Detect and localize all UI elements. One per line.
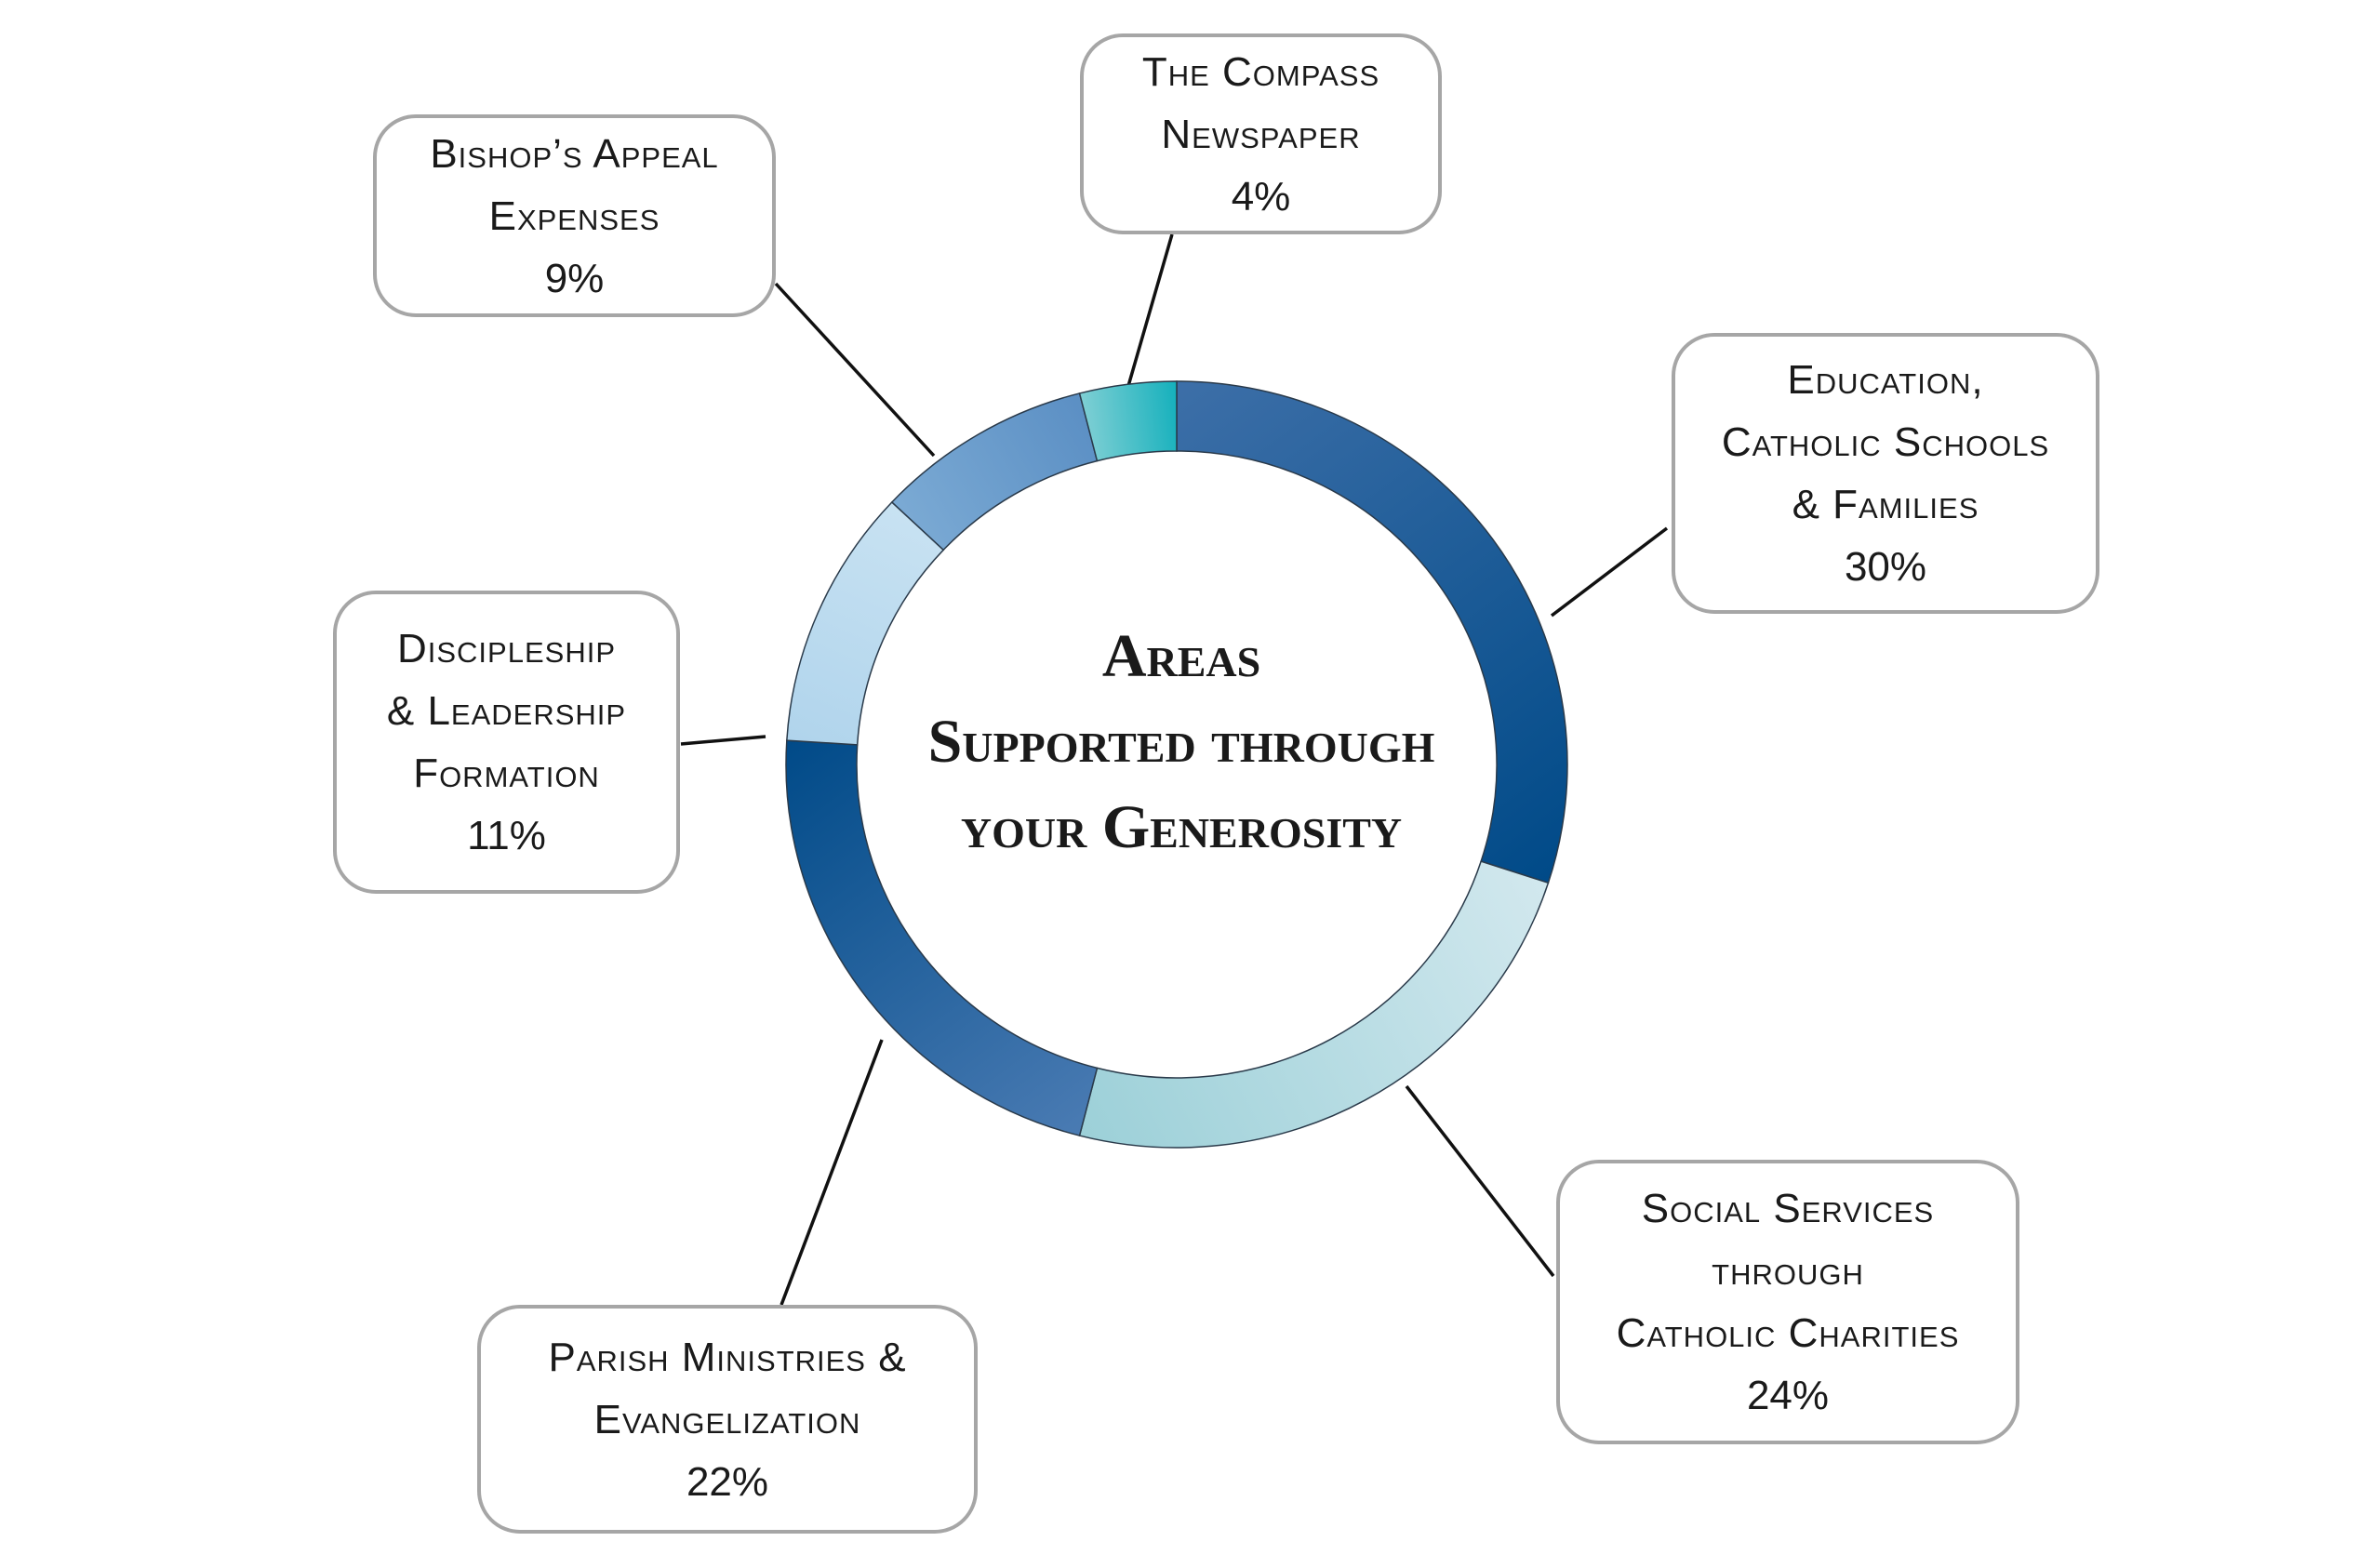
label-parish-ministries: Parish Ministries & Evangelization 22% <box>477 1305 978 1534</box>
label-compass-line-1: The Compass <box>1141 48 1380 95</box>
label-compass-percent: 4% <box>1231 173 1291 219</box>
leader-line-compass <box>1126 233 1174 387</box>
label-bishop-line-2: Expenses <box>488 193 660 239</box>
label-education: Education, Catholic Schools & Families 3… <box>1672 333 2099 614</box>
label-social-percent: 24% <box>1746 1373 1830 1418</box>
slice-education <box>1176 380 1568 884</box>
label-bishop-percent: 9% <box>544 255 605 301</box>
leader-line-parish <box>780 1039 884 1306</box>
label-parish-percent: 22% <box>686 1458 769 1505</box>
label-discipleship-line-2: & Leadership <box>386 688 627 734</box>
label-discipleship: Discipleship & Leadership Formation 11% <box>333 591 680 894</box>
label-education-line-3: & Families <box>1792 482 1979 527</box>
chart-title: Areas Supported through your Generosity <box>837 614 1526 870</box>
slice-compass <box>1078 380 1178 462</box>
donut-slices <box>785 380 1568 1149</box>
leader-line-discipleship <box>680 735 766 746</box>
label-bishop-line-1: Bishop’s Appeal <box>430 130 719 177</box>
label-education-line-1: Education, <box>1787 357 1984 403</box>
label-education-line-2: Catholic Schools <box>1721 419 2050 465</box>
chart-title-line-2: Supported through <box>927 708 1435 776</box>
label-discipleship-percent: 11% <box>467 813 546 858</box>
slice-bishop <box>890 392 1099 551</box>
leader-lines <box>680 233 1669 1306</box>
label-education-percent: 30% <box>1844 544 1927 590</box>
label-parish-line-1: Parish Ministries & <box>548 1334 907 1380</box>
label-social-line-3: Catholic Charities <box>1616 1310 1960 1356</box>
label-discipleship-line-3: Formation <box>413 751 600 796</box>
label-compass-newspaper: The Compass Newspaper 4% <box>1080 33 1442 234</box>
chart-title-line-1: Areas <box>1101 622 1261 690</box>
label-compass-line-2: Newspaper <box>1161 111 1361 157</box>
leader-line-education <box>1550 526 1669 618</box>
label-social-line-1: Social Services <box>1641 1186 1935 1231</box>
label-discipleship-line-1: Discipleship <box>396 626 616 671</box>
leader-line-social <box>1405 1084 1555 1278</box>
chart-title-line-3: your Generosity <box>960 793 1403 861</box>
label-bishops-appeal: Bishop’s Appeal Expenses 9% <box>373 114 776 317</box>
slice-social <box>1078 860 1550 1149</box>
label-social-line-2: through <box>1712 1248 1864 1294</box>
label-parish-line-2: Evangelization <box>593 1396 861 1442</box>
label-social-services: Social Services through Catholic Chariti… <box>1556 1160 2019 1444</box>
leader-line-bishop <box>774 282 936 458</box>
